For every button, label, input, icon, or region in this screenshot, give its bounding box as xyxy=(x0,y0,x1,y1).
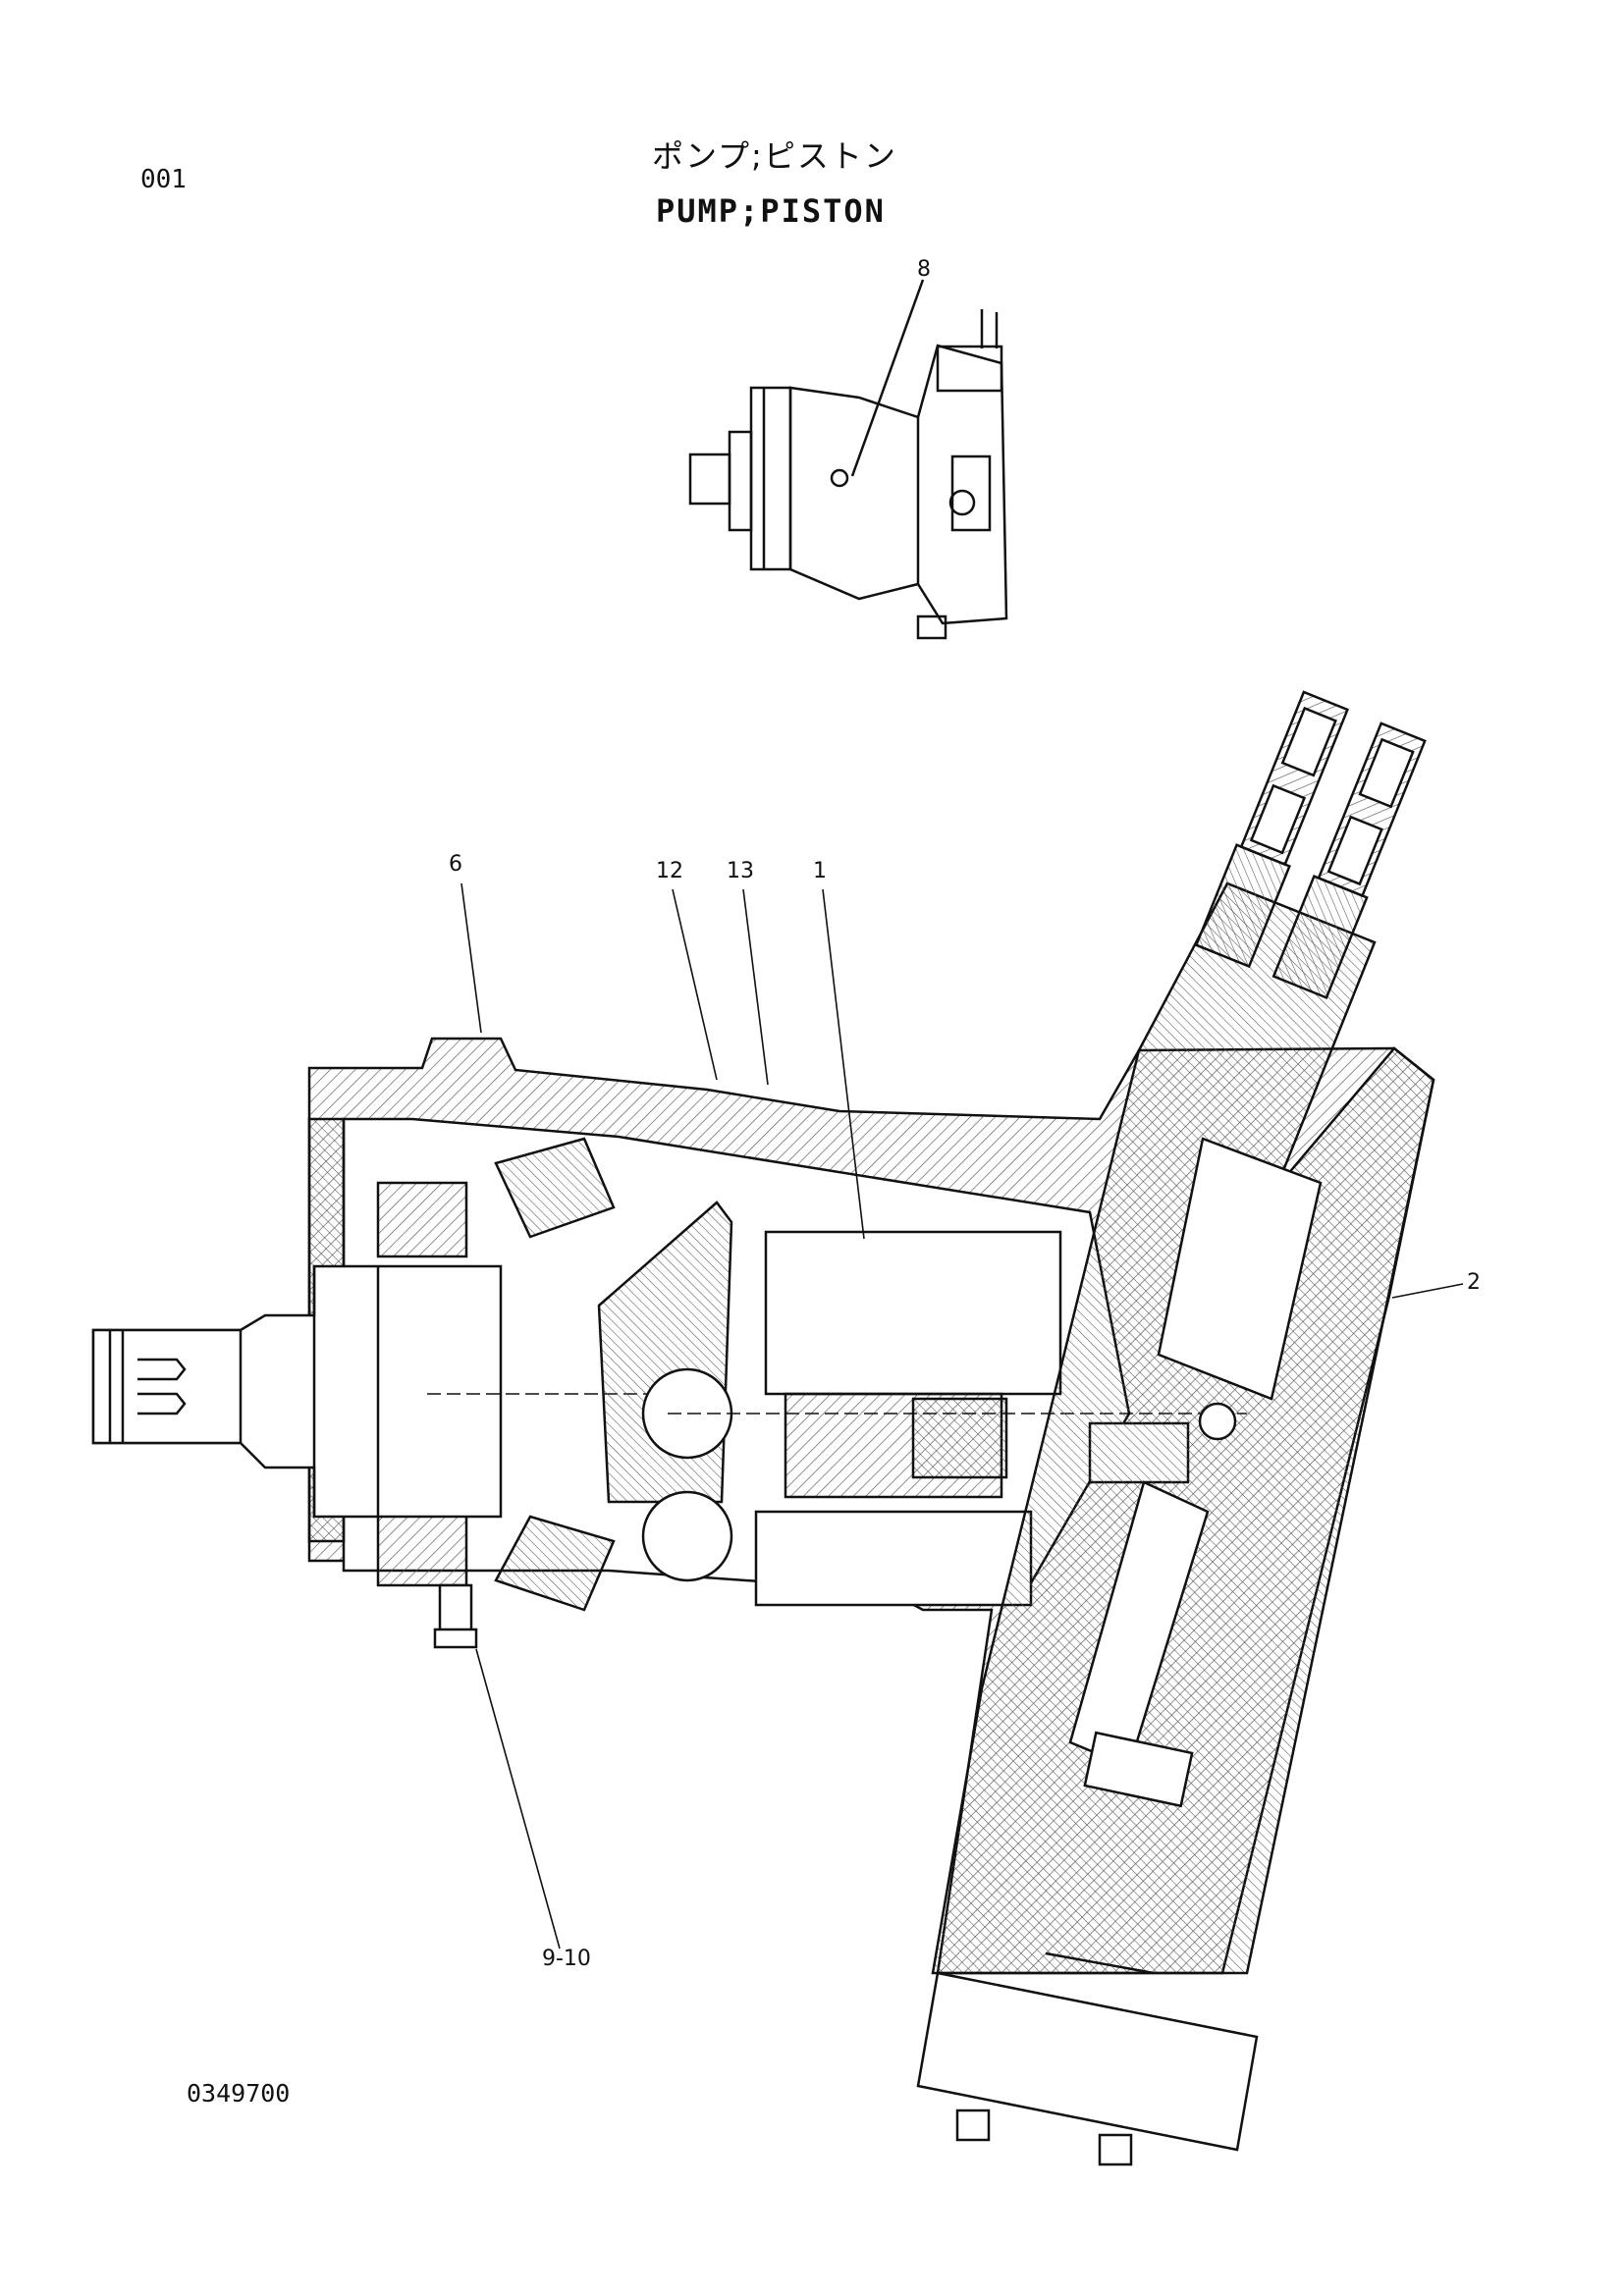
callout-13: 13 xyxy=(727,859,754,883)
page-number: 001 xyxy=(140,165,187,194)
callout-2: 2 xyxy=(1467,1270,1481,1295)
callout-8: 8 xyxy=(917,257,931,282)
page-title-japanese: ポンプ;ピストン xyxy=(652,137,897,175)
piston-ball-lower xyxy=(641,1490,733,1582)
drawing-code: 0349700 xyxy=(187,2079,291,2108)
control-valves xyxy=(1194,690,1427,999)
callout-1: 1 xyxy=(813,859,827,883)
callout-9-10: 9-10 xyxy=(542,1947,591,1971)
leader-lines xyxy=(460,882,1464,1949)
callout-6: 6 xyxy=(449,852,462,877)
end-cap xyxy=(916,1971,1259,2152)
main-cross-section xyxy=(91,690,1435,2166)
pump-thumbnail xyxy=(688,279,1008,640)
callout-12: 12 xyxy=(656,859,683,883)
page-title: PUMP;PISTON xyxy=(656,192,886,230)
